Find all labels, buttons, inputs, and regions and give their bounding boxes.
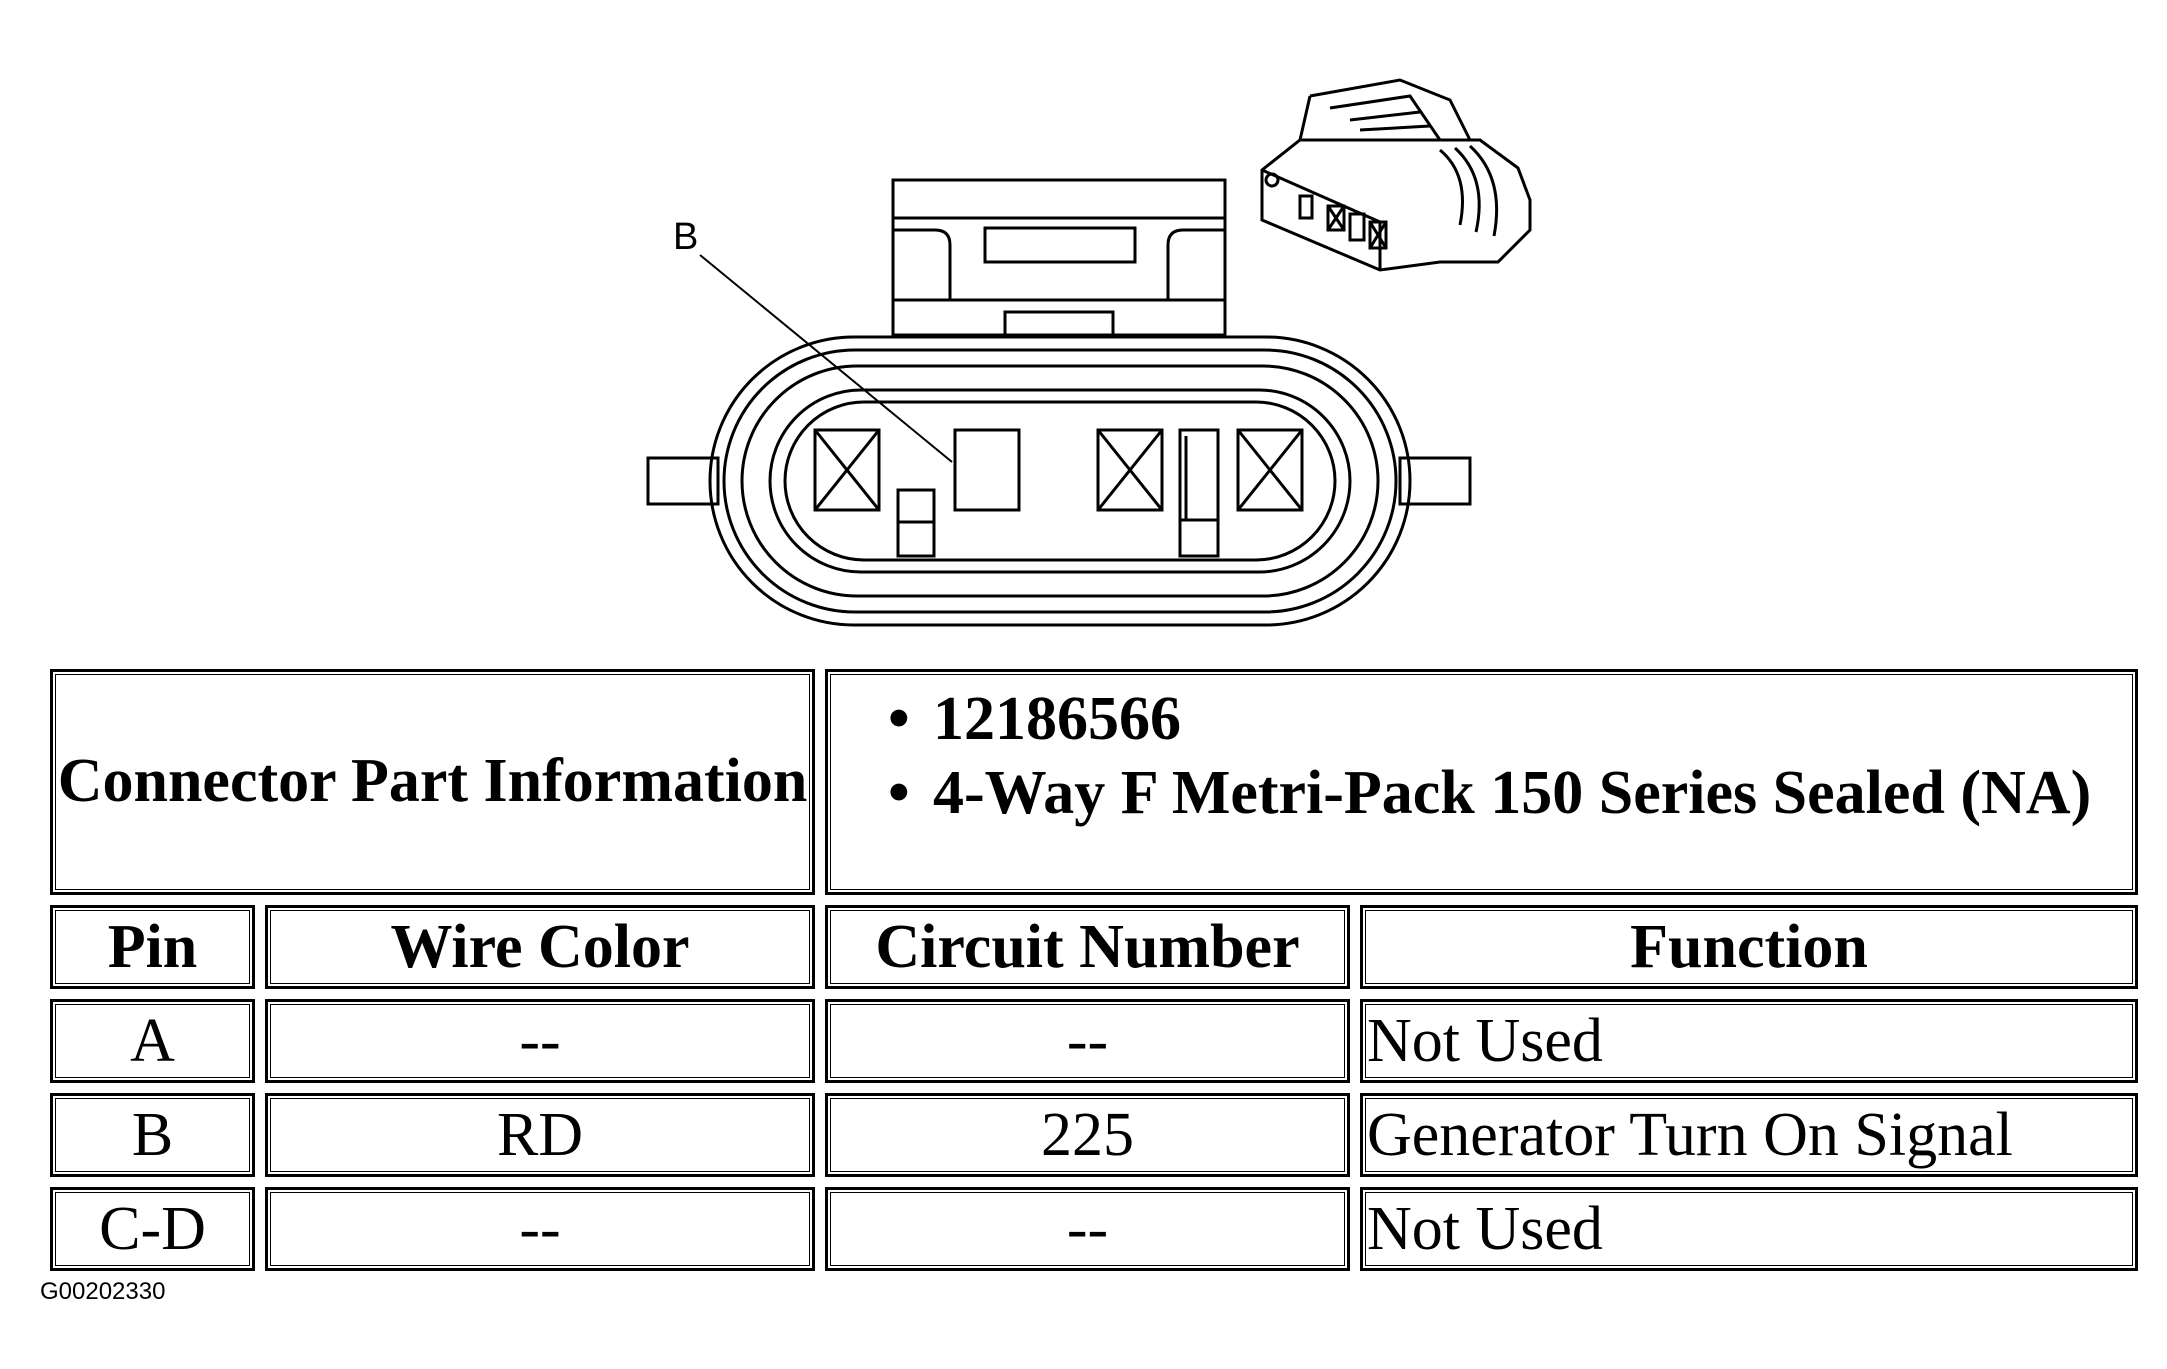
function-cell: Generator Turn On Signal: [1360, 1093, 2139, 1177]
function-cell: Not Used: [1360, 1187, 2139, 1271]
connector-face-drawing: [646, 78, 1532, 627]
right-tab: [1398, 456, 1472, 506]
circuit-number-cell: --: [825, 1187, 1351, 1271]
circuit-number-cell: 225: [825, 1093, 1351, 1177]
table-row: B RD 225 Generator Turn On Signal: [50, 1093, 2139, 1177]
circuit-number-cell: --: [825, 999, 1351, 1083]
part-info-row: Connector Part Information 12186566 4-Wa…: [50, 669, 2139, 895]
terminal-cavity-d: [1236, 428, 1304, 512]
pin-cell: C-D: [50, 1187, 255, 1271]
part-info-label: Connector Part Information: [50, 669, 816, 895]
callout-label-b: B: [673, 216, 699, 258]
table-row: A -- -- Not Used: [50, 999, 2139, 1083]
left-tab: [646, 456, 720, 506]
polarity-key-right: [1178, 428, 1220, 558]
pin-cell: A: [50, 999, 255, 1083]
connector-isometric-view: [1260, 78, 1532, 272]
wire-color-cell: --: [265, 999, 816, 1083]
wire-color-cell: --: [265, 1187, 816, 1271]
pin-cell: B: [50, 1093, 255, 1177]
table-row: C-D -- -- Not Used: [50, 1187, 2139, 1271]
header-circuit-number: Circuit Number: [825, 905, 1351, 989]
connector-body: [708, 335, 1412, 627]
terminal-cavity-c: [1096, 428, 1164, 512]
wire-color-cell: RD: [265, 1093, 816, 1177]
column-header-row: Pin Wire Color Circuit Number Function: [50, 905, 2139, 989]
connector-info-table: Connector Part Information 12186566 4-Wa…: [40, 659, 2148, 1281]
part-number: 12186566: [888, 682, 2135, 757]
header-pin: Pin: [50, 905, 255, 989]
header-function: Function: [1360, 905, 2139, 989]
header-wire-color: Wire Color: [265, 905, 816, 989]
figure-id: G00202330: [40, 1278, 166, 1305]
polarity-key-left: [896, 488, 936, 558]
part-info-values: 12186566 4-Way F Metri-Pack 150 Series S…: [825, 669, 2139, 895]
terminal-cavity-b: [953, 428, 1021, 512]
terminal-cavity-a: [813, 428, 881, 512]
callout-leader-line: [699, 254, 953, 463]
connector-description: 4-Way F Metri-Pack 150 Series Sealed (NA…: [888, 756, 2135, 831]
function-cell: Not Used: [1360, 999, 2139, 1083]
connector-latch: [891, 178, 1227, 337]
